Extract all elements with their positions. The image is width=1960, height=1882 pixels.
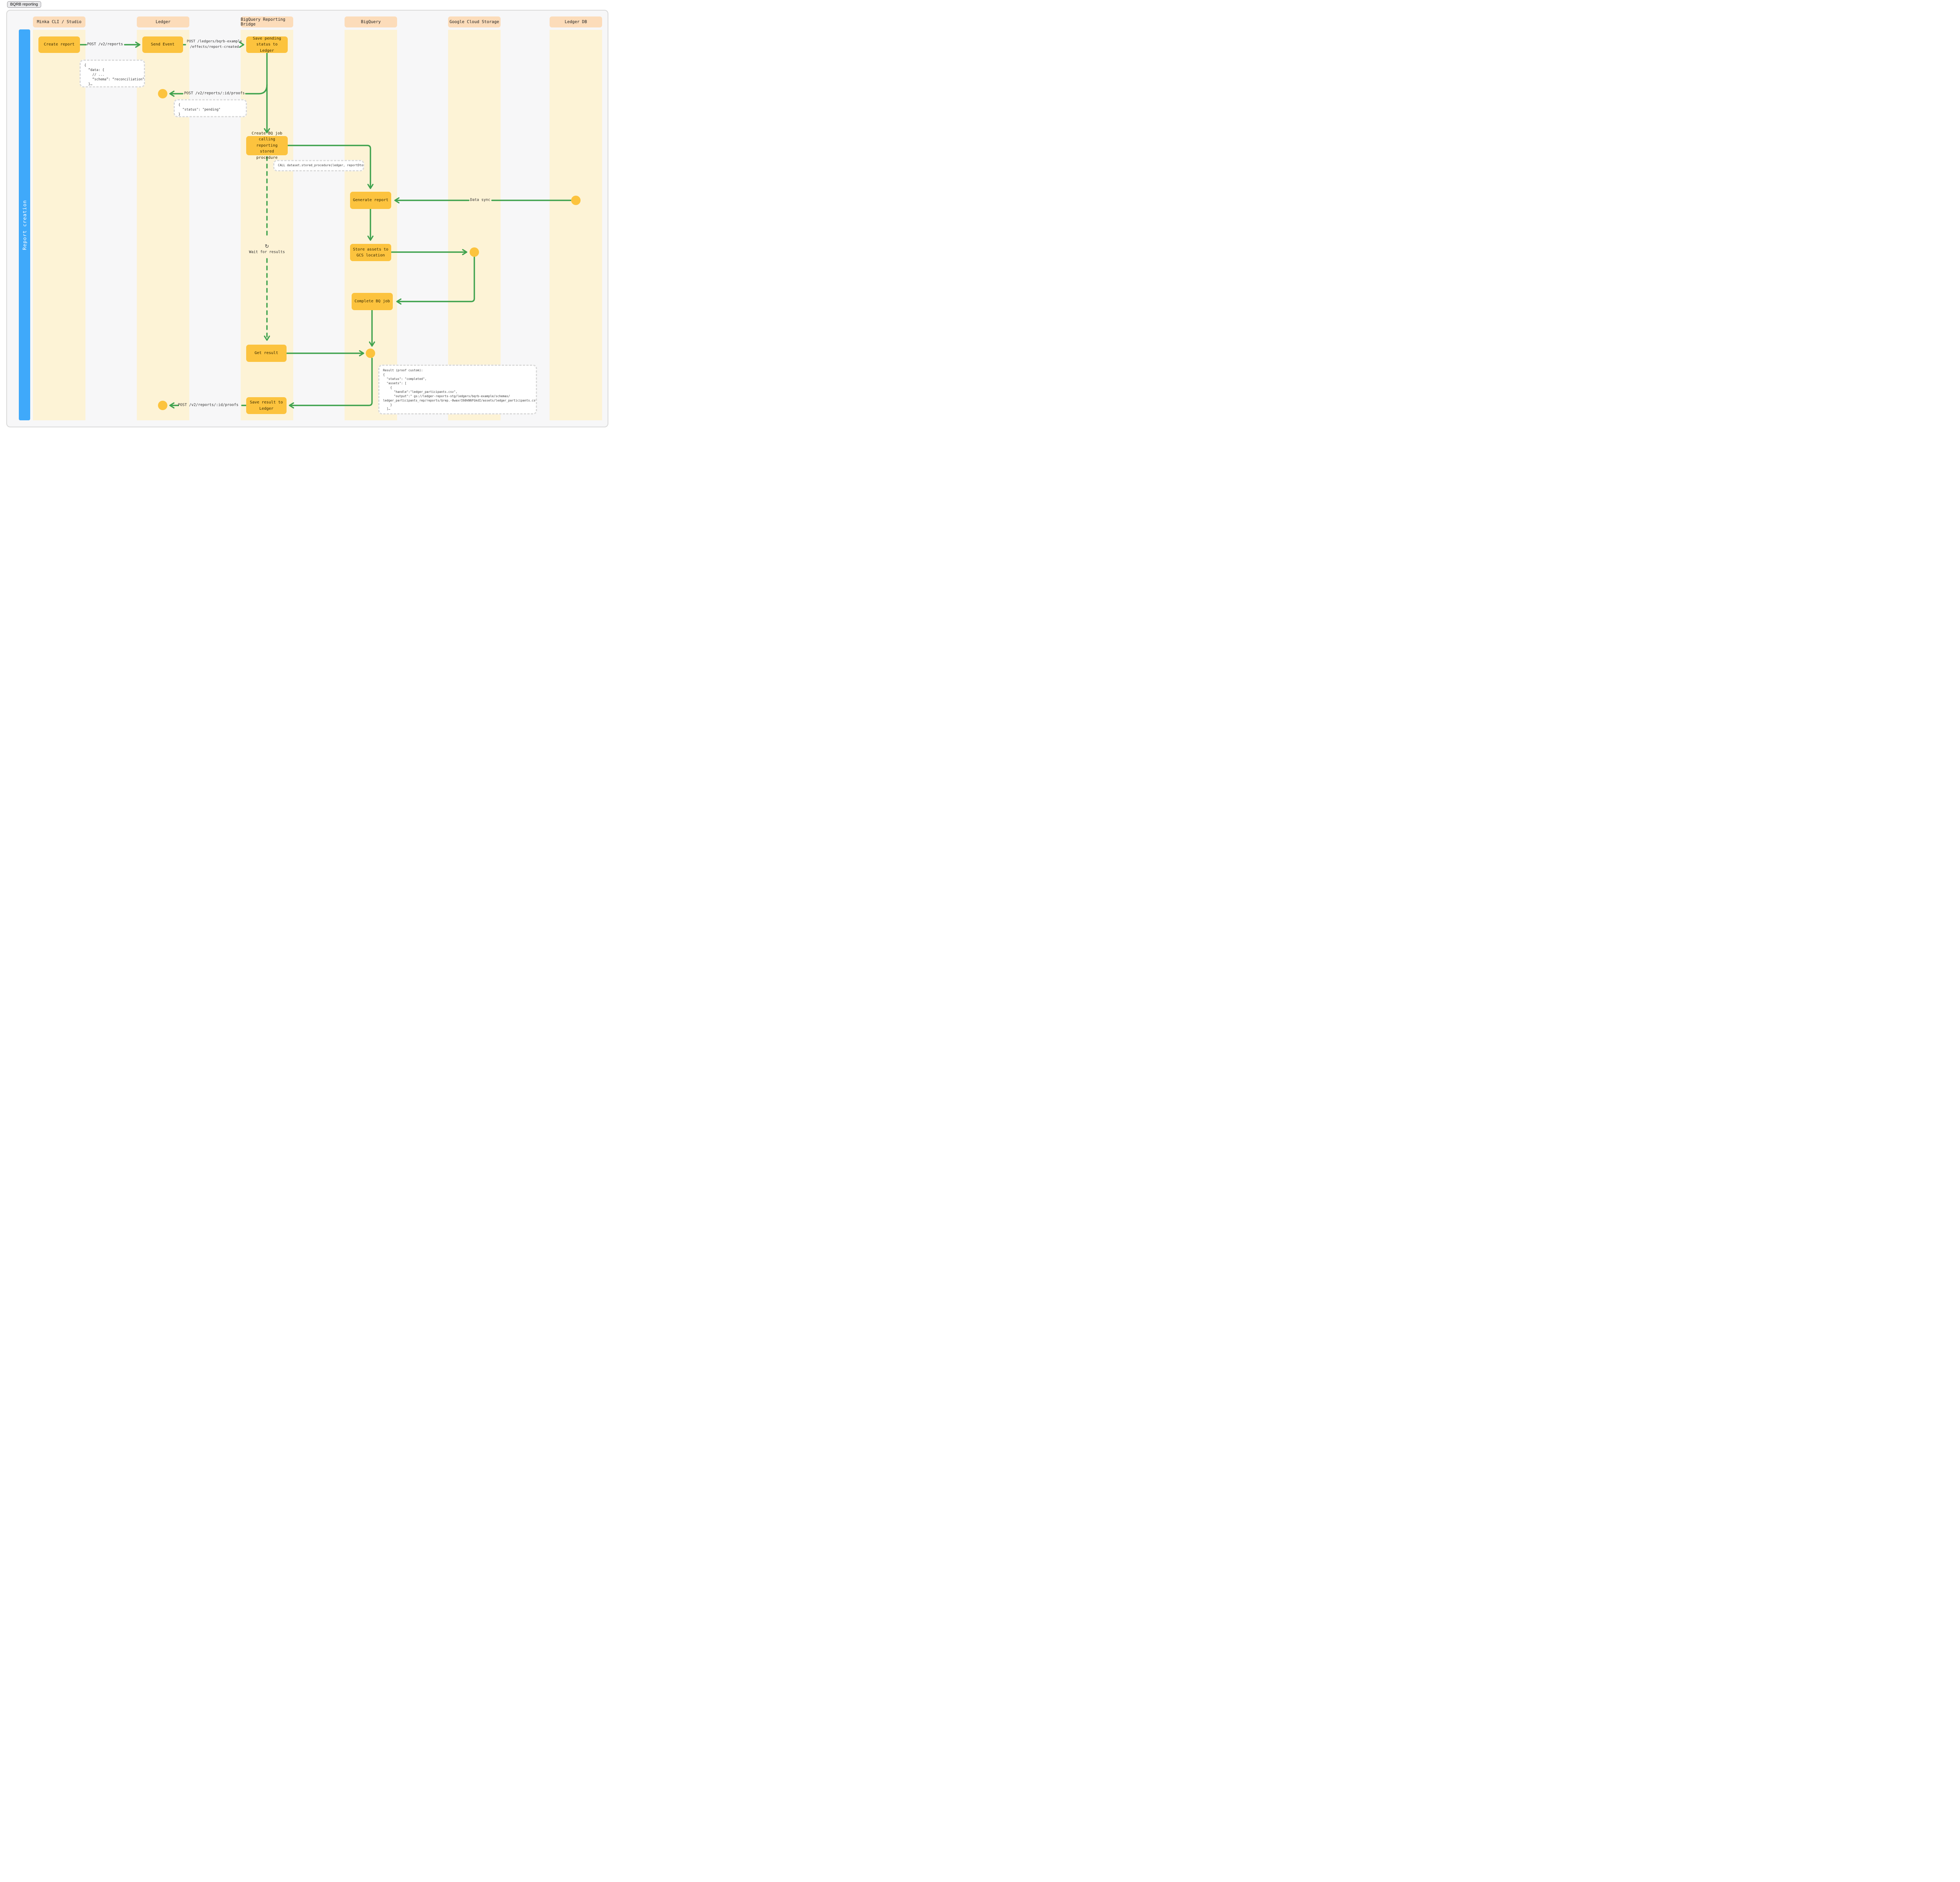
node-save-result: Save result to Ledger [246,397,287,414]
lane-header-ledger: Ledger [137,16,189,27]
gcs-store-node [470,247,479,257]
refresh-icon: ↻ [265,243,269,250]
message-post-proofs-1: POST /v2/reports/:id/proofs [184,91,245,96]
lane-header-minka: Minka CLI / Studio [33,16,85,27]
message-post-proofs-2: POST /v2/reports/:id/proofs [178,403,239,407]
section-activation-bar: Report creation [19,29,30,420]
lane-header-gcs: Google Cloud Storage [448,16,501,27]
lane-header-ledgerdb: Ledger DB [550,16,602,27]
ledger-proof-node-2 [158,401,167,410]
ledgerdb-sync-node [571,196,581,205]
bqrb-reporting-diagram: BQRB reporting Minka CLI / Studio Ledger… [0,0,615,433]
bq-result-node [366,349,375,358]
node-create-bq-job: Create BQ job calling reporting stored p… [246,131,288,160]
message-post-effects: POST /ledgers/bqrb-example /effects/repo… [187,40,242,49]
note-report-payload: { “data: { // ... “schema”: “reconciliat… [80,60,145,87]
node-get-result: Get result [246,345,287,362]
message-data-sync: Data sync [470,198,490,202]
section-label: Report creation [22,200,27,250]
ledger-proof-node-1 [158,89,167,98]
lane-header-bigquery: BigQuery [345,16,397,27]
diagram-title-badge[interactable]: BQRB reporting [7,1,41,8]
node-complete-bq-job: Complete BQ job [352,293,393,310]
node-store-assets: Store assets to GCS location [350,244,391,261]
note-call-procedure: CALL dataset.stored_procedure(ledger, re… [273,160,364,171]
lane-band-ledger [137,30,189,420]
lane-band-minka [33,30,85,420]
node-generate-report: Generate report [350,192,391,209]
lane-band-bigquery [345,30,397,420]
node-save-pending: Save pending status to Ledger [246,36,288,53]
note-result: Result (proof custom): { "status": "comp… [378,365,537,414]
note-pending-status: { "status": "pending" } [174,99,247,117]
node-send-event: Send Event [142,36,183,53]
message-wait: Wait for results [249,250,285,254]
message-post-reports: POST /v2/reports [87,42,123,47]
lane-band-ledgerdb [550,30,602,420]
lane-header-bridge: BigQuery Reporting Bridge [241,16,293,27]
node-create-report: Create report [38,36,80,53]
lane-band-gcs [448,30,501,420]
